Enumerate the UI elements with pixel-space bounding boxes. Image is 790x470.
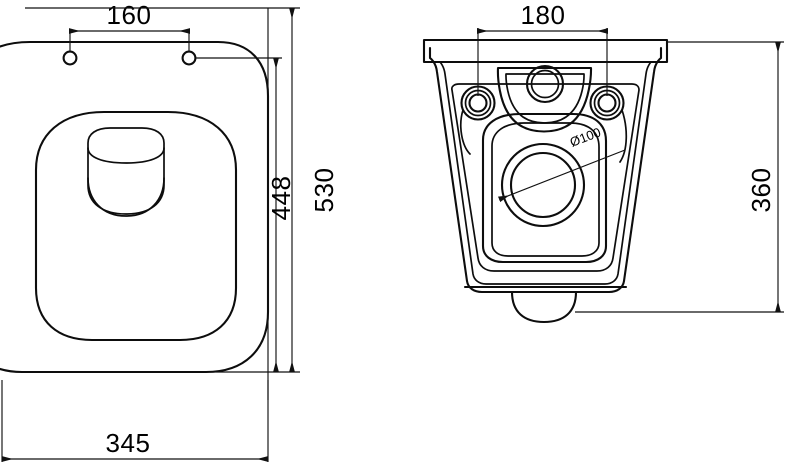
fixing-hole-right (181, 50, 197, 66)
dimension-180: 180 (477, 0, 608, 96)
dimension-160: 160 (69, 0, 190, 51)
bowl-outline (0, 40, 270, 374)
waste-outlet (500, 142, 586, 228)
dimension-448: 448 (266, 58, 296, 372)
dimension-530: 530 (289, 8, 339, 372)
front-view-extension-lines (575, 41, 784, 313)
inlet-opening (496, 64, 593, 133)
pan-body-outer (428, 46, 663, 294)
seat-outline (34, 110, 238, 342)
top-view-extension-lines (25, 7, 300, 400)
bottom-spigot (510, 290, 578, 324)
dimension-label-448: 448 (266, 176, 296, 221)
dimension-345: 345 (1, 380, 269, 462)
dimension-label-180: 180 (521, 0, 566, 30)
dimension-label-360: 360 (746, 168, 776, 213)
pan-rim-band (451, 83, 640, 272)
front-view-group: Ø100 180 360 (422, 0, 784, 324)
flange-plate (422, 38, 669, 64)
bolt-boss-tails (460, 109, 628, 163)
flush-recess (87, 127, 165, 217)
fixing-hole-left (62, 50, 78, 66)
bowl-well-outline (481, 112, 608, 264)
dimension-label-345: 345 (106, 428, 151, 458)
dimension-360: 360 (746, 42, 781, 312)
dimension-label-160: 160 (107, 0, 152, 30)
dimension-label-dia100: Ø100 (568, 124, 603, 149)
top-view-group: 160 530 448 (0, 0, 339, 462)
dimension-label-530: 530 (309, 168, 339, 213)
pan-body-inner-1 (439, 61, 652, 285)
